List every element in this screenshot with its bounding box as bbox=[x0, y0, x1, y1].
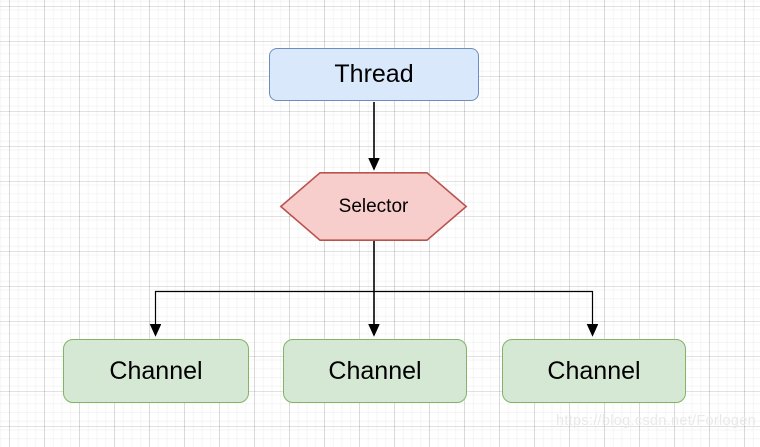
node-channel-3: Channel bbox=[502, 339, 686, 403]
node-channel-1-label: Channel bbox=[109, 356, 203, 385]
node-selector: Selector bbox=[280, 172, 467, 241]
arrow-selector-to-channel-1 bbox=[156, 290, 374, 336]
node-channel-2: Channel bbox=[283, 339, 467, 403]
node-selector-label: Selector bbox=[338, 196, 409, 217]
node-thread-label: Thread bbox=[334, 60, 414, 88]
watermark-url: https://blog.csdn.net/Forlogen bbox=[555, 413, 756, 429]
node-channel-1: Channel bbox=[63, 339, 249, 403]
selector-hexagon-shape bbox=[279, 172, 468, 241]
node-thread: Thread bbox=[269, 48, 479, 101]
node-channel-2-label: Channel bbox=[328, 356, 422, 385]
node-channel-3-label: Channel bbox=[547, 356, 641, 385]
arrow-selector-to-channel-3 bbox=[374, 290, 593, 336]
